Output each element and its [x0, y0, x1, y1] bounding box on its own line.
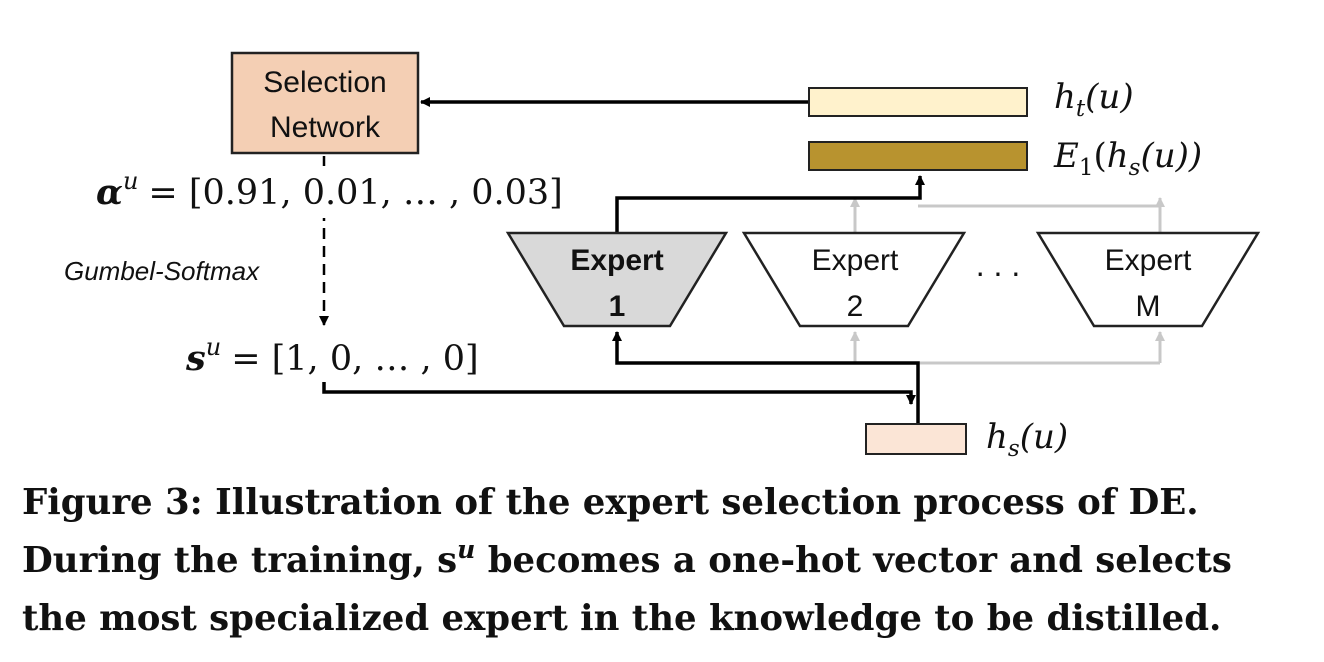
s-values: = [1, 0, … , 0] [231, 339, 478, 379]
expert-M-label-line1: Expert [1105, 244, 1192, 277]
expert-1-trapezoid [505, 231, 729, 328]
alpha-vector: αu = [0.91, 0.01, … , 0.03] [96, 167, 563, 213]
s-label-bg [178, 332, 470, 382]
alpha-values: = [0.91, 0.01, … , 0.03] [148, 173, 562, 213]
gumbel-label-bg [60, 254, 318, 288]
expert-M-label-line2: M [1136, 290, 1161, 323]
selection-network-label-line1: Selection [263, 66, 386, 99]
gumbel-softmax-label: Gumbel-Softmax [64, 256, 260, 286]
hs-bar [865, 423, 967, 455]
hs-to-expert1-arrow [612, 331, 920, 423]
e1-label: E1(hs(u)) [1053, 136, 1202, 181]
expert-1-label-line2: 1 [609, 290, 626, 323]
caption-line-3: the most specialized expert in the knowl… [22, 598, 1222, 639]
s-to-router-arrow [322, 378, 916, 405]
caption-superscript: u [457, 535, 476, 564]
expert-selection-diagram: Selection Network αu= [0.91, 0.01, … , 0… [60, 51, 1261, 462]
experts-ellipsis: . . . [976, 247, 1020, 283]
active-routing [322, 97, 925, 423]
expert-2-label-line1: Expert [812, 244, 899, 277]
expert-1-label-line1: Expert [570, 244, 663, 277]
selection-network-box [230, 51, 420, 155]
s-vector: su = [1, 0, … , 0] [185, 333, 479, 379]
caption-line-2: During the training, su becomes a one-ho… [22, 532, 1312, 590]
alpha-superscript: u [123, 167, 138, 195]
selection-network-label-line2: Network [270, 111, 381, 144]
e1-bar [808, 141, 1028, 171]
hs-label: hs(u) [986, 417, 1068, 462]
inactive-routing [850, 197, 1165, 365]
alpha-label-bg [84, 166, 566, 218]
expert-2-label-line2: 2 [847, 290, 864, 323]
expert1-output-arrow [615, 175, 925, 232]
figure-caption: Figure 3: Illustration of the expert sel… [22, 474, 1312, 648]
ht-bar [808, 87, 1028, 117]
ht-label: ht(u) [1054, 77, 1134, 122]
caption-line-2-end: becomes a one-hot vector and selects [475, 540, 1232, 581]
s-symbol: s [185, 338, 206, 379]
caption-line-2-start: During the training, s [22, 540, 458, 581]
caption-line-1: Figure 3: Illustration of the expert sel… [22, 482, 1199, 523]
expert-M-trapezoid [1035, 231, 1261, 328]
s-superscript: u [206, 333, 221, 361]
expert-2-trapezoid [741, 231, 967, 328]
alpha-symbol: α [96, 172, 123, 213]
